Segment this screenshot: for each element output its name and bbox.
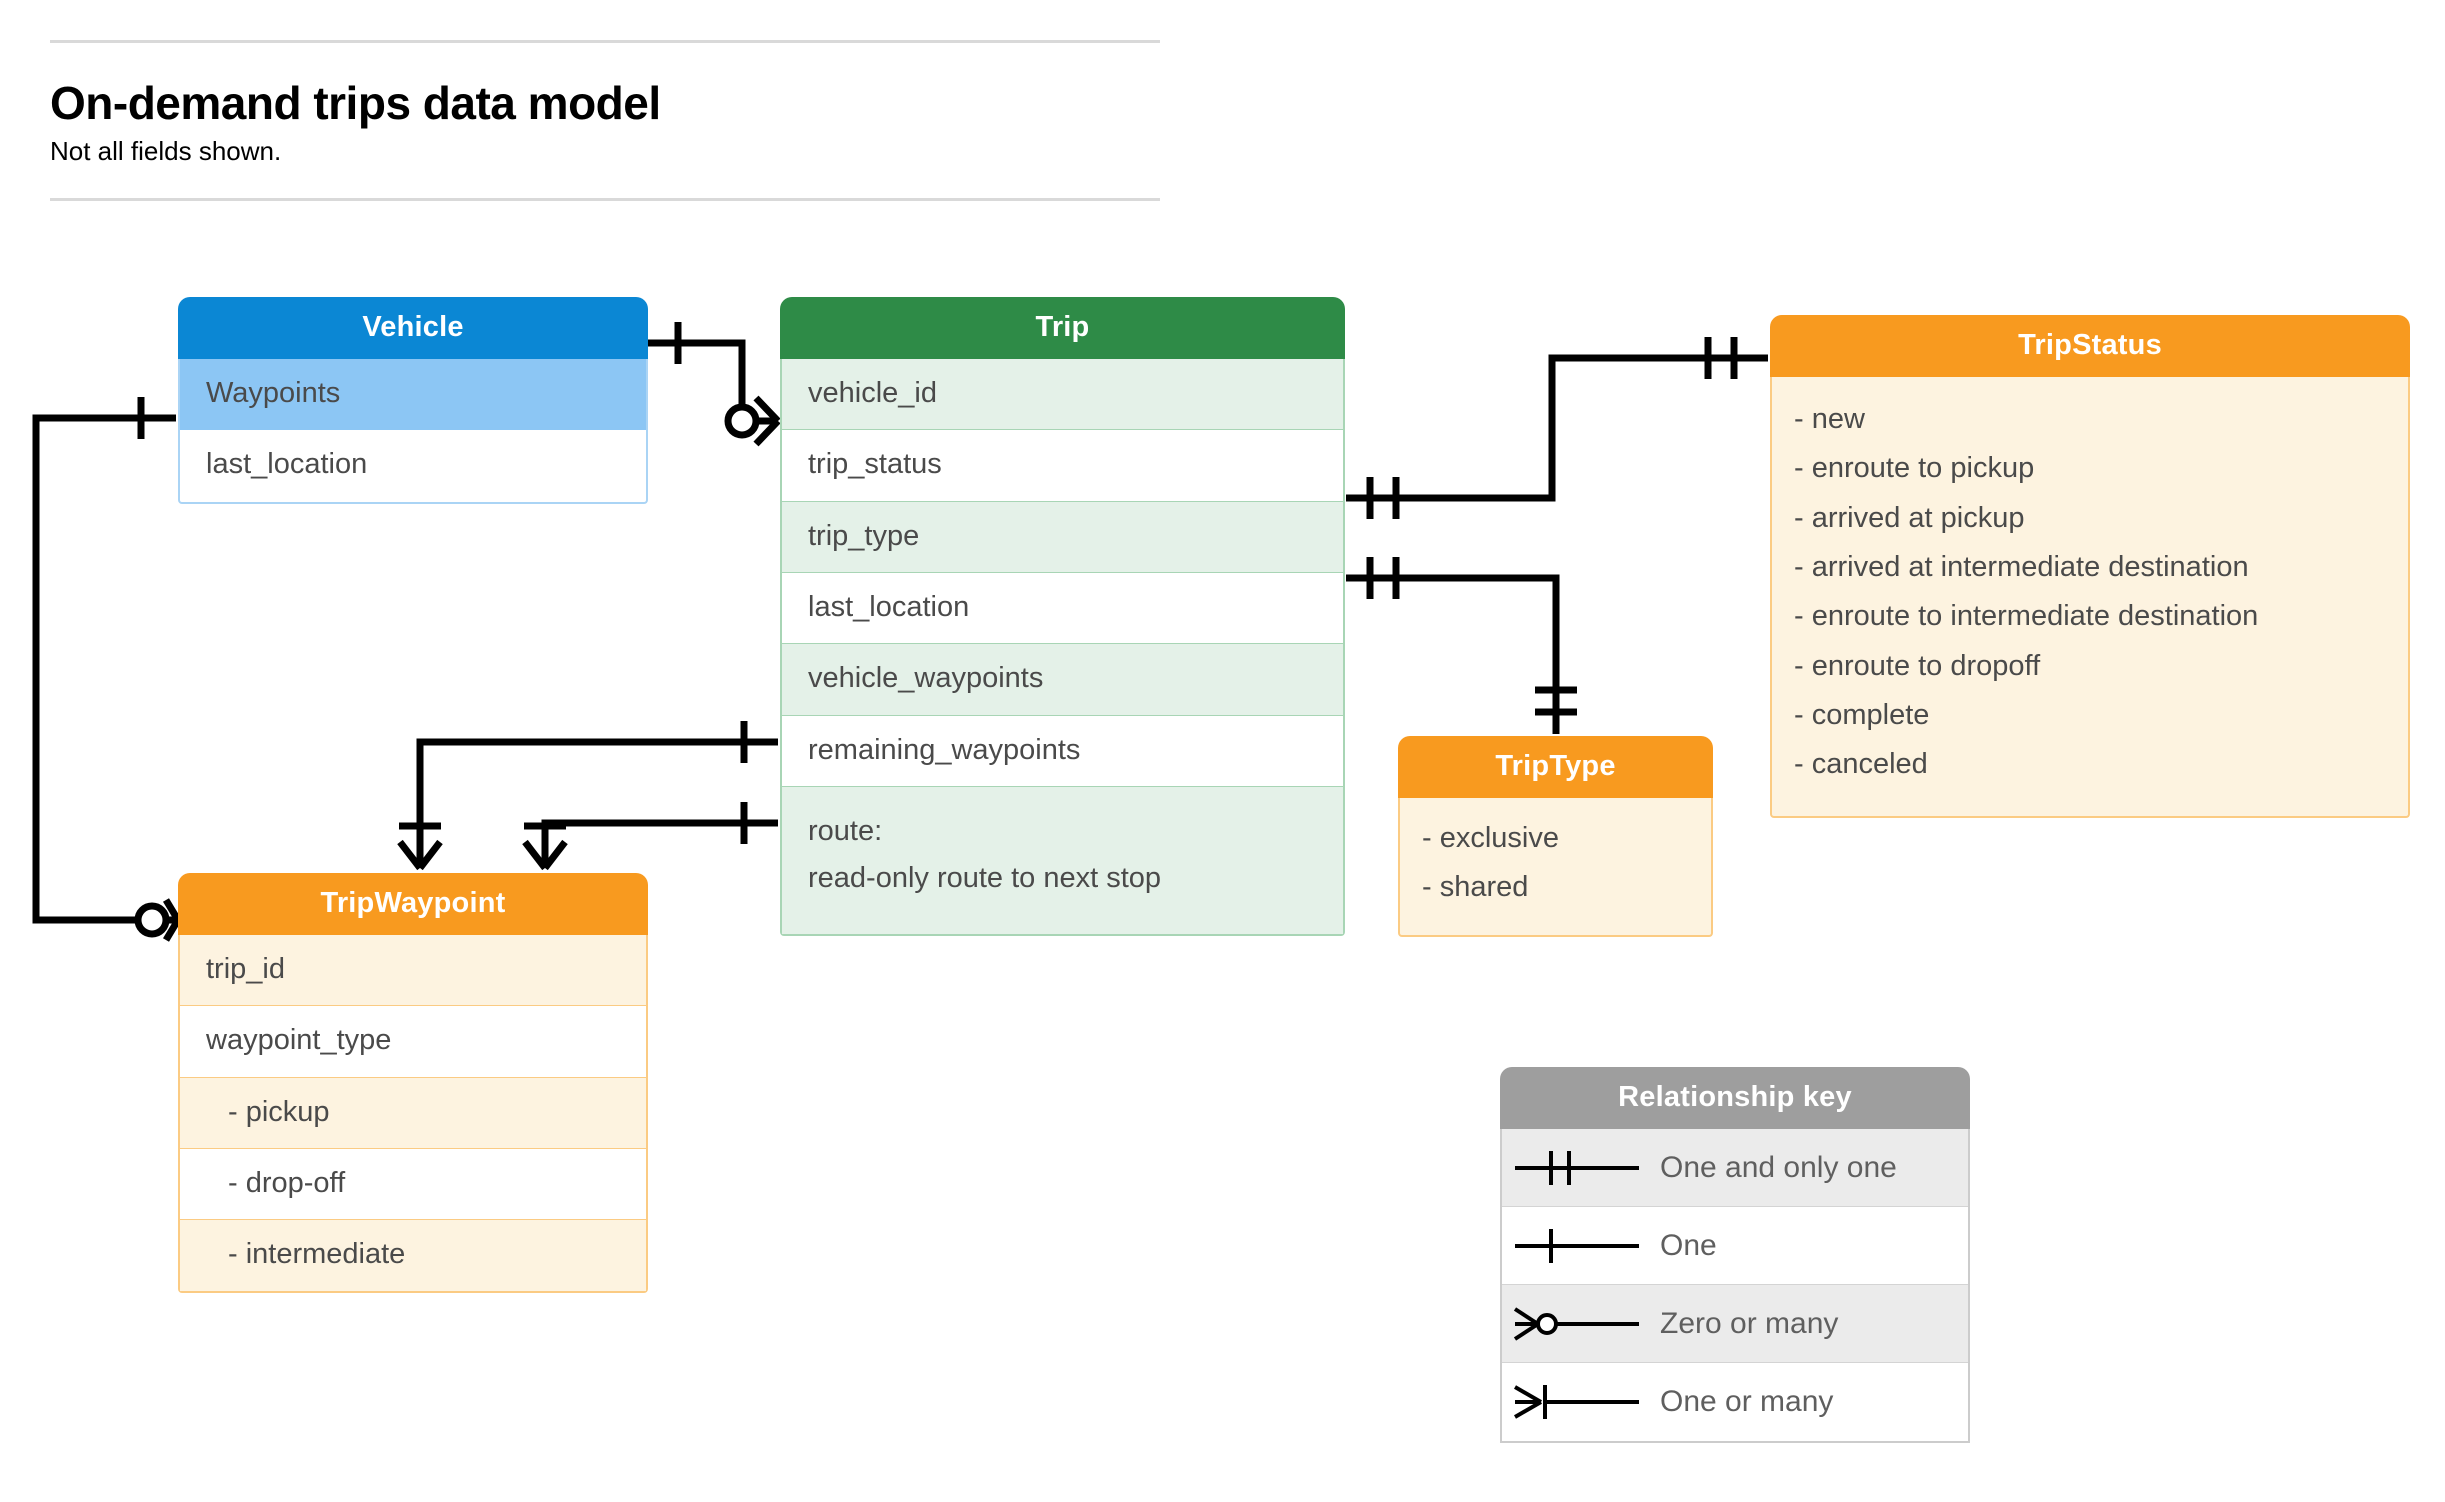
legend-label-one: One [1660,1228,1717,1262]
connector-vehicle-to-trip [648,339,778,425]
entity-trip-waypoint-body: trip_id waypoint_type - pickup - drop-of… [178,935,648,1293]
connector-vehicle-waypoints-row [416,738,778,866]
trip-status-value-enroute-to-intermediate: - enroute to intermediate destination [1794,600,2259,633]
header-rule-top [50,40,1160,43]
card-crowsfoot-vw [397,839,443,871]
entity-vehicle-body: Waypoints last_location [178,359,648,504]
entity-trip-waypoint-value-pickup[interactable]: - pickup [180,1077,646,1150]
card-crowsfoot-tripwaypoint-left [162,898,182,942]
entity-trip-field-trip-status[interactable]: trip_status [782,430,1343,502]
header-rule-bottom [50,197,1160,201]
card-zero-circle-tripwaypoint [134,902,170,938]
connector-vehicle-waypoints-to-tripwaypoint [32,414,176,924]
card-crowsfoot-rw [522,839,568,871]
relationship-key: Relationship key One and only one [1500,1067,1970,1443]
entity-trip-route-label: route: [808,815,883,848]
page-subtitle: Not all fields shown. [50,136,282,167]
trip-status-value-arrived-at-intermediate: - arrived at intermediate destination [1794,551,2249,584]
card-crowsfoot-trip-vehicleid [753,395,781,447]
legend-row-one-or-many: One or many [1502,1363,1968,1441]
entity-trip-waypoint-field-waypoint-type[interactable]: waypoint_type [180,1006,646,1078]
relationship-key-body: One and only one One [1500,1129,1970,1443]
legend-label-one-or-many: One or many [1660,1385,1834,1418]
entity-vehicle-field-waypoints[interactable]: Waypoints [180,359,646,431]
legend-row-one-and-only-one: One and only one [1502,1129,1968,1207]
entity-trip-route-note: read-only route to next stop [808,862,1162,895]
entity-trip-status-title: TripStatus [1770,315,2410,377]
entity-trip-field-vehicle-id[interactable]: vehicle_id [782,359,1343,431]
entity-trip-field-last-location[interactable]: last_location [782,573,1343,645]
card-zero-circle-trip-vehicleid [724,403,760,439]
entity-trip-field-trip-type[interactable]: trip_type [782,501,1343,574]
one-or-many-icon [1502,1377,1652,1427]
entity-trip-title: Trip [780,297,1345,359]
entity-trip-field-vehicle-waypoints[interactable]: vehicle_waypoints [782,644,1343,716]
relationship-key-title: Relationship key [1500,1067,1970,1129]
page-title: On-demand trips data model [50,77,661,129]
trip-status-value-new: - new [1794,403,1865,435]
legend-row-zero-or-many: Zero or many [1502,1285,1968,1363]
entity-trip-type-body: - exclusive - shared [1398,798,1713,937]
entity-vehicle-title: Vehicle [178,297,648,359]
trip-status-value-arrived-at-pickup: - arrived at pickup [1794,501,2025,534]
entity-trip-status[interactable]: TripStatus - new - enroute to pickup - a… [1770,315,2410,818]
entity-trip-type-title: TripType [1398,736,1713,798]
connector-trip-type-to-triptype [1346,574,1560,734]
entity-trip-waypoint[interactable]: TripWaypoint trip_id waypoint_type - pic… [178,873,648,1293]
entity-vehicle[interactable]: Vehicle Waypoints last_location [178,297,648,504]
connector-trip-status-to-tripstatus [1346,354,1768,502]
legend-label-one-and-only-one: One and only one [1660,1150,1897,1184]
entity-trip-field-remaining-waypoints[interactable]: remaining_waypoints [782,716,1343,788]
entity-trip-waypoint-value-dropoff[interactable]: - drop-off [180,1149,646,1221]
legend-label-zero-or-many: Zero or many [1660,1306,1839,1340]
trip-type-value-exclusive: - exclusive [1422,822,1559,854]
entity-trip-waypoint-title: TripWaypoint [178,873,648,935]
entity-trip[interactable]: Trip vehicle_id trip_status trip_type la… [780,297,1345,936]
zero-or-many-icon [1502,1299,1652,1349]
entity-vehicle-field-last-location[interactable]: last_location [206,448,368,481]
entity-trip-waypoint-field-trip-id[interactable]: trip_id [180,935,646,1007]
trip-status-value-complete: - complete [1794,699,1930,732]
one-icon [1502,1221,1652,1271]
page-header: On-demand trips data model Not all field… [50,40,1160,201]
entity-trip-waypoint-value-intermediate[interactable]: - intermediate [180,1220,646,1291]
trip-status-value-canceled: - canceled [1794,748,1928,781]
one-and-only-one-icon [1502,1143,1652,1193]
entity-trip-status-body: - new - enroute to pickup - arrived at p… [1770,377,2410,818]
entity-trip-field-route[interactable]: route: read-only route to next stop [782,787,1343,934]
entity-trip-type[interactable]: TripType - exclusive - shared [1398,736,1713,937]
connector-remaining-waypoints-row [541,819,778,866]
legend-row-one: One [1502,1207,1968,1285]
entity-trip-body: vehicle_id trip_status trip_type last_lo… [780,359,1345,936]
trip-status-value-enroute-to-pickup: - enroute to pickup [1794,452,2035,485]
trip-status-value-enroute-to-dropoff: - enroute to dropoff [1794,649,2041,682]
trip-type-value-shared: - shared [1422,871,1529,904]
